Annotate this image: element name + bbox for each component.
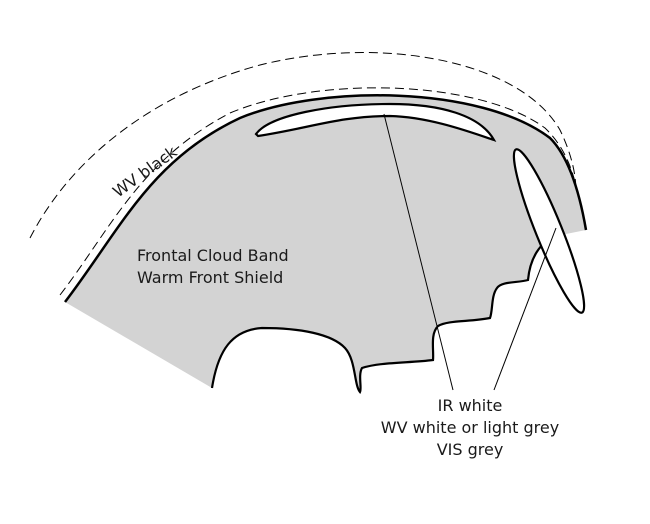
- legend-line1: IR white: [438, 396, 503, 415]
- band-label-line1: Frontal Cloud Band: [137, 246, 289, 265]
- white-lens-top: [254, 102, 497, 142]
- cloud-band-shape: [65, 95, 586, 392]
- band-label-line2: Warm Front Shield: [137, 268, 283, 287]
- legend-line3: VIS grey: [437, 440, 504, 459]
- cloud-band-lower-edge: [210, 234, 557, 394]
- leader-line-top: [383, 113, 454, 391]
- cloud-band-outer-edge: [64, 94, 588, 303]
- outer-dashed-boundary: [29, 52, 577, 239]
- white-lens-right: [512, 148, 586, 314]
- legend-line2: WV white or light grey: [381, 418, 559, 437]
- leader-line-right: [493, 227, 557, 391]
- inner-dashed-boundary: [59, 87, 581, 296]
